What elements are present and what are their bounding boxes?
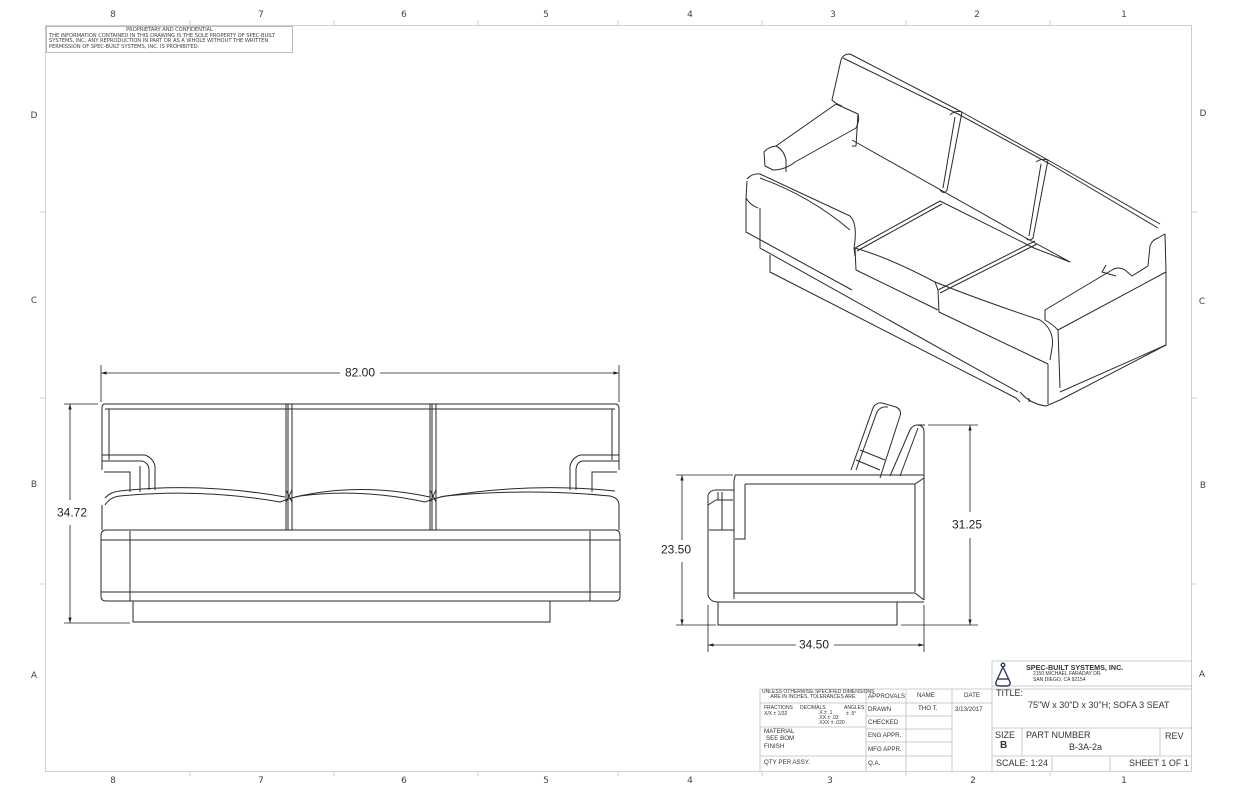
finish-label: FINISH: [764, 743, 785, 750]
zone-label-bottom: 3: [827, 776, 833, 786]
dimension-side-overall-height: 31.25: [949, 517, 985, 532]
approvals-header: APPROVALS: [868, 693, 906, 700]
tolerance-note-line2: ARE IN INCHES. TOLERANCES ARE:: [770, 694, 857, 700]
zone-label-right: C: [1198, 297, 1206, 307]
dimension-front-width: 82.00: [342, 365, 378, 380]
zone-label-top: 3: [830, 10, 836, 20]
approval-row-label: ENG APPR.: [868, 732, 902, 739]
angles-label: ANGLES: [844, 705, 865, 711]
part-number-label: PART NUMBER: [1026, 730, 1091, 740]
date-header: DATE: [964, 692, 981, 699]
approval-row-date: 3/13/2017: [955, 706, 983, 713]
title-label: TITLE:: [996, 688, 1024, 698]
company-address-line2: SAN DIEGO, CA 92154: [1033, 677, 1086, 683]
tolerance-note-line1: UNLESS OTHERWISE SPECIFIED DIMENSIONS: [762, 689, 875, 695]
size-value: B: [1000, 740, 1008, 751]
qty-per-assy-label: QTY PER ASSY.: [764, 759, 810, 766]
zone-label-left: C: [30, 296, 38, 306]
dimension-front-height: 34.72: [54, 505, 90, 520]
zone-label-bottom: 2: [970, 776, 976, 786]
decimals-xx: .XX ± .03: [818, 715, 839, 721]
proprietary-heading: PROPRIETARY AND CONFIDENTIAL: [126, 27, 213, 33]
part-number-value: B-3A-2a: [1069, 742, 1103, 752]
zone-label-left: D: [30, 111, 38, 121]
decimals-xxx: .XXX ± .020: [818, 720, 845, 726]
sheet-border: [40, 20, 1197, 776]
name-header: NAME: [917, 692, 935, 699]
zone-label-bottom: 7: [258, 776, 264, 786]
angles-value: ± .5°: [846, 711, 857, 717]
zone-label-bottom: 4: [687, 776, 693, 786]
zone-label-top: 1: [1121, 10, 1127, 20]
fractions-value: X/X ± 1/32: [764, 711, 788, 717]
compass-logo-icon: [995, 662, 1011, 687]
dimension-side-arm-height: 23.50: [658, 542, 694, 557]
zone-label-right: A: [1198, 670, 1206, 680]
zone-label-left: B: [30, 480, 38, 490]
zone-label-left: A: [30, 671, 38, 681]
zone-label-top: 2: [974, 10, 980, 20]
dimension-side-depth: 34.50: [796, 637, 832, 652]
decimals-x: .X ± .1: [818, 710, 833, 716]
material-label: MATERIAL: [764, 728, 795, 735]
decimals-label: DECIMALS: [800, 705, 826, 711]
approval-row-label: DRAWN: [868, 706, 892, 713]
zone-label-bottom: 6: [401, 776, 407, 786]
zone-label-top: 7: [258, 10, 264, 20]
sheet-value: SHEET 1 OF 1: [1129, 758, 1189, 768]
zone-label-bottom: 8: [110, 776, 116, 786]
side-view: [707, 402, 925, 626]
zone-label-top: 8: [110, 10, 116, 20]
zone-label-top: 4: [687, 10, 693, 20]
title-block-grid: [759, 660, 1192, 771]
approval-row-name: THO T.: [918, 705, 938, 712]
rev-label: REV: [1165, 731, 1184, 741]
zone-label-bottom: 5: [543, 776, 549, 786]
fractions-label: FRACTIONS: [764, 705, 793, 711]
side-dimensions: [676, 424, 978, 652]
company-name: SPEC-BUILT SYSTEMS, INC.: [1026, 663, 1124, 672]
zone-label-right: B: [1199, 481, 1207, 491]
company-address-line1: 2150 MICHAEL FARADAY DR.: [1033, 671, 1102, 677]
material-value: SEE BOM: [766, 735, 795, 742]
front-dimensions: [64, 365, 620, 624]
isometric-view: [745, 53, 1167, 407]
zone-label-top: 6: [401, 10, 407, 20]
scale-value: SCALE: 1:24: [996, 758, 1049, 768]
drawing-title: 75"W x 30"D x 30"H; SOFA 3 SEAT: [1028, 700, 1170, 710]
proprietary-notice: PROPRIETARY AND CONFIDENTIAL THE INFORMA…: [46, 26, 293, 53]
approval-row-label: MFG APPR.: [868, 746, 902, 753]
approval-row-label: CHECKED: [868, 719, 899, 726]
zone-label-bottom: 1: [1121, 776, 1127, 786]
proprietary-body: THE INFORMATION CONTAINED IN THIS DRAWIN…: [49, 32, 275, 50]
size-label: SIZE: [995, 730, 1016, 740]
zone-label-top: 5: [543, 10, 549, 20]
front-view: [100, 403, 621, 623]
zone-label-right: D: [1199, 109, 1207, 119]
approval-row-label: Q.A.: [868, 760, 881, 767]
